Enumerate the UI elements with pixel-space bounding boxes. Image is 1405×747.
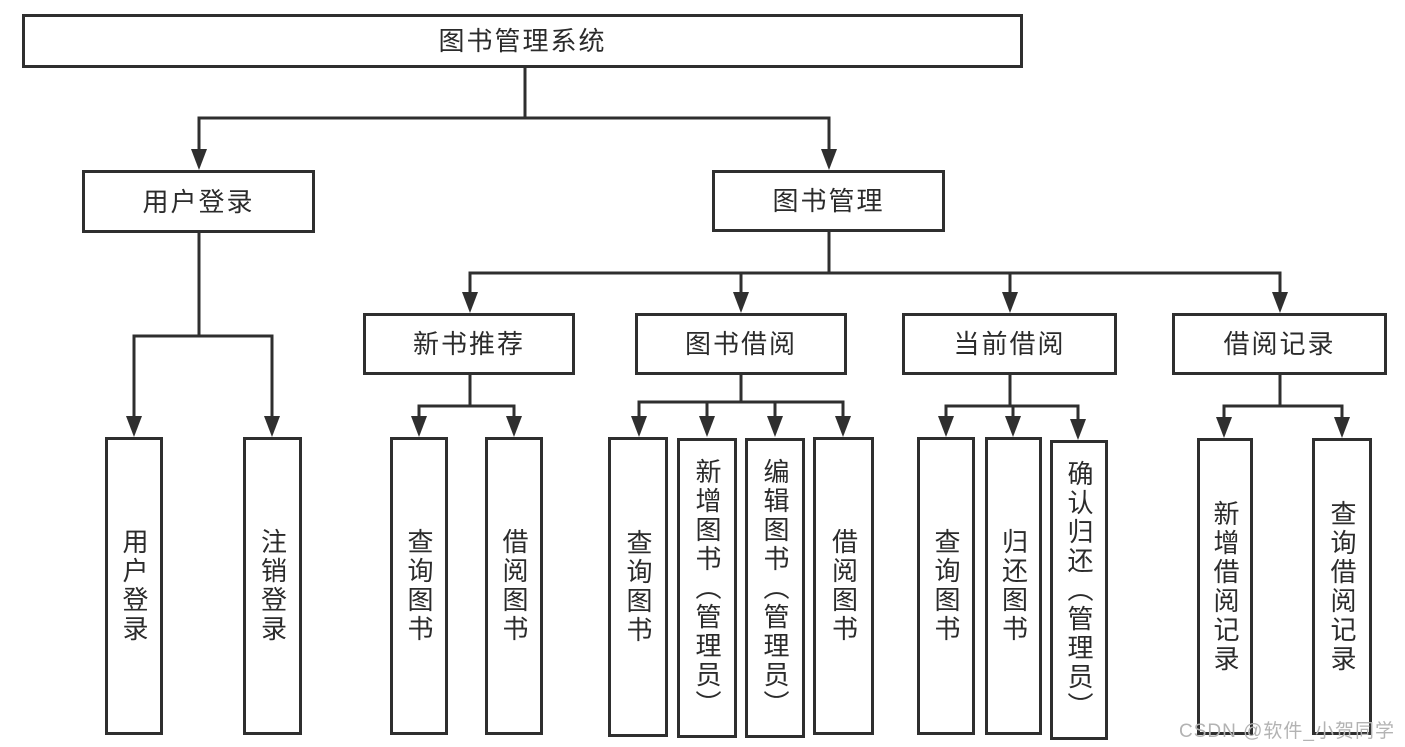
leaf-borrow-books: 借阅图书 xyxy=(485,437,543,735)
node-label: 图书管理 xyxy=(772,186,885,216)
leaf-label: 用户登录 xyxy=(119,528,149,644)
node-label: 图书管理系统 xyxy=(438,26,607,56)
leaf-query-books: 查询图书 xyxy=(608,437,668,737)
node-borrow-records: 借阅记录 xyxy=(1172,313,1387,375)
leaf-label: 新增借阅记录 xyxy=(1210,499,1240,674)
node-book-borrow: 图书借阅 xyxy=(635,313,847,375)
leaf-label: 编辑图书（管理员） xyxy=(760,457,790,719)
leaf-label: 借阅图书 xyxy=(828,528,859,644)
leaf-label: 借阅图书 xyxy=(499,528,529,644)
node-root-system: 图书管理系统 xyxy=(22,14,1023,68)
leaf-label: 新增图书（管理员） xyxy=(692,457,722,719)
leaf-label: 查询借阅记录 xyxy=(1327,499,1357,674)
node-label: 借阅记录 xyxy=(1223,329,1336,359)
leaf-query-borrow-record: 查询借阅记录 xyxy=(1312,438,1372,735)
leaf-label: 查询图书 xyxy=(623,529,653,645)
node-book-management: 图书管理 xyxy=(712,170,945,232)
leaf-edit-books-admin: 编辑图书（管理员） xyxy=(745,438,805,738)
node-user-login: 用户登录 xyxy=(82,170,315,233)
leaf-label: 确认归还（管理员） xyxy=(1064,459,1094,721)
leaf-add-books-admin: 新增图书（管理员） xyxy=(677,438,737,738)
leaf-confirm-return-admin: 确认归还（管理员） xyxy=(1050,440,1108,740)
node-label: 图书借阅 xyxy=(684,329,797,359)
node-label: 当前借阅 xyxy=(953,329,1066,359)
node-label: 新书推荐 xyxy=(412,329,525,359)
leaf-add-borrow-record: 新增借阅记录 xyxy=(1197,438,1253,735)
leaf-borrow-books: 借阅图书 xyxy=(813,437,874,735)
leaf-logout-login: 注销登录 xyxy=(243,437,302,735)
leaf-query-books: 查询图书 xyxy=(390,437,448,735)
node-current-borrow: 当前借阅 xyxy=(902,313,1117,375)
leaf-user-login: 用户登录 xyxy=(105,437,163,735)
leaf-label: 归还图书 xyxy=(998,528,1029,644)
node-new-book-recommend: 新书推荐 xyxy=(363,313,575,375)
watermark: CSDN @软件_小贺同学 xyxy=(1179,721,1395,742)
node-label: 用户登录 xyxy=(142,186,255,217)
leaf-label: 注销登录 xyxy=(257,528,288,644)
leaf-return-books: 归还图书 xyxy=(985,437,1042,735)
leaf-query-books: 查询图书 xyxy=(917,437,975,735)
leaf-label: 查询图书 xyxy=(404,528,434,644)
leaf-label: 查询图书 xyxy=(931,528,961,644)
